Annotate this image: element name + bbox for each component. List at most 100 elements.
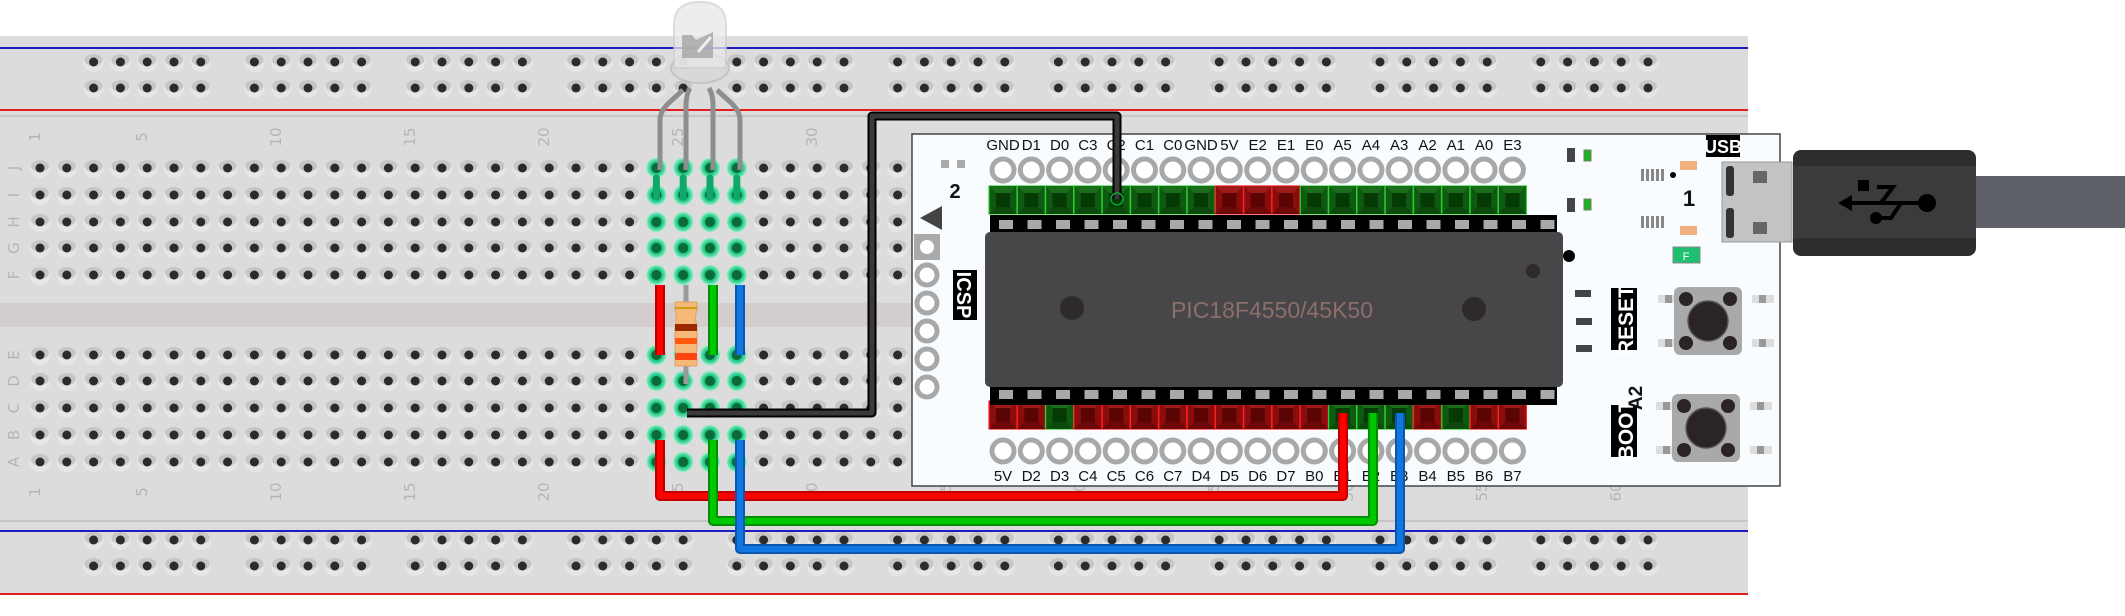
header-pin[interactable] [1469,185,1499,215]
header-hole[interactable] [1498,437,1526,465]
header-pin[interactable] [1412,185,1443,215]
column-number: 20 [535,482,553,501]
header-hole[interactable] [1187,437,1215,465]
chip-label: PIC18F4550/45K50 [1171,297,1373,323]
pin-label: D2 [1022,468,1041,485]
pin-label: A4 [1362,137,1380,154]
header-hole[interactable] [1244,156,1272,184]
row-label: A [5,456,23,467]
header-hole[interactable] [1385,156,1413,184]
header-hole[interactable] [1017,437,1045,465]
header-pin[interactable] [988,400,1018,430]
smd-components: 1 F [1567,148,1701,352]
pin-label: B5 [1447,468,1465,485]
row-label: G [5,242,23,254]
header-hole[interactable] [1272,437,1300,465]
header-hole[interactable] [1187,156,1215,184]
pin-label: C4 [1078,468,1097,485]
header-pin[interactable] [988,185,1018,215]
header-hole[interactable] [1244,437,1272,465]
header-pin[interactable] [1214,185,1245,215]
header-pin[interactable] [1243,185,1273,215]
usb-cable-wire [1960,176,2125,228]
header-hole[interactable] [1017,156,1045,184]
header-pin[interactable] [1129,400,1160,430]
header-pin[interactable] [1158,400,1188,430]
header-hole[interactable] [1074,156,1102,184]
icsp-pin[interactable] [914,374,940,400]
header-pin[interactable] [1497,185,1528,215]
icsp-label-box: ICSP [952,270,977,320]
header-hole[interactable] [1159,156,1187,184]
boot-button[interactable] [1656,394,1772,462]
header-pin[interactable] [1044,185,1075,215]
header-pin[interactable] [1441,185,1471,215]
header-pin[interactable] [1186,185,1216,215]
header-hole[interactable] [1131,156,1158,184]
header-hole[interactable] [1300,437,1328,465]
header-hole[interactable] [1102,437,1130,465]
header-pin[interactable] [1497,400,1528,430]
header-hole[interactable] [1159,437,1187,465]
header-hole[interactable] [1272,156,1300,184]
icsp-pin[interactable] [914,290,940,316]
icsp-pin[interactable] [914,262,940,288]
column-number: 20 [535,127,553,146]
header-hole[interactable] [1215,156,1243,184]
pin-label: A5 [1333,137,1351,154]
header-pin[interactable] [1016,185,1046,215]
header-hole[interactable] [1046,156,1074,184]
bottom-pin-header [988,400,1528,430]
header-hole[interactable] [1442,156,1470,184]
header-hole[interactable] [1074,437,1102,465]
pin-label: D5 [1220,468,1239,485]
header-hole[interactable] [1300,156,1328,184]
header-pin[interactable] [1412,400,1443,430]
row-label: J [5,166,23,171]
icsp-pin[interactable] [914,346,940,372]
row-label: D [5,375,23,387]
header-hole[interactable] [1442,437,1470,465]
header-pin[interactable] [1158,185,1188,215]
pin-label: D4 [1192,468,1211,485]
header-pin[interactable] [1441,400,1471,430]
header-pin[interactable] [1469,400,1499,430]
header-pin[interactable] [1243,400,1273,430]
header-hole[interactable] [1470,156,1498,184]
header-hole[interactable] [989,156,1017,184]
header-pin[interactable] [1299,185,1329,215]
header-pin[interactable] [1044,400,1075,430]
connected-holes [646,158,747,472]
header-pin[interactable] [1327,185,1358,215]
pin-label: C0 [1163,137,1182,154]
icsp-pin [920,240,934,254]
header-hole[interactable] [1357,156,1385,184]
header-pin[interactable] [1271,185,1301,215]
header-pin[interactable] [1271,400,1301,430]
header-hole[interactable] [1470,437,1498,465]
pin-label: A0 [1475,137,1493,154]
header-pin[interactable] [1186,400,1216,430]
header-pin[interactable] [1384,185,1414,215]
header-pin[interactable] [1129,185,1160,215]
pin-label: GND [1184,137,1218,154]
header-pin[interactable] [1073,400,1103,430]
header-hole[interactable] [1414,156,1441,184]
header-pin[interactable] [1073,185,1103,215]
pin-label: B0 [1305,468,1323,485]
usb-icon [1838,180,1936,224]
header-hole[interactable] [1131,437,1158,465]
header-hole[interactable] [1046,437,1074,465]
header-pin[interactable] [1214,400,1245,430]
header-hole[interactable] [1215,437,1243,465]
header-pin[interactable] [1016,400,1046,430]
icsp-pin[interactable] [914,318,940,344]
header-pin[interactable] [1299,400,1329,430]
header-hole[interactable] [1329,156,1357,184]
header-hole[interactable] [1498,156,1526,184]
header-hole[interactable] [989,437,1017,465]
header-hole[interactable] [1414,437,1441,465]
header-pin[interactable] [1101,400,1131,430]
reset-button[interactable] [1658,287,1774,355]
header-pin[interactable] [1356,185,1386,215]
